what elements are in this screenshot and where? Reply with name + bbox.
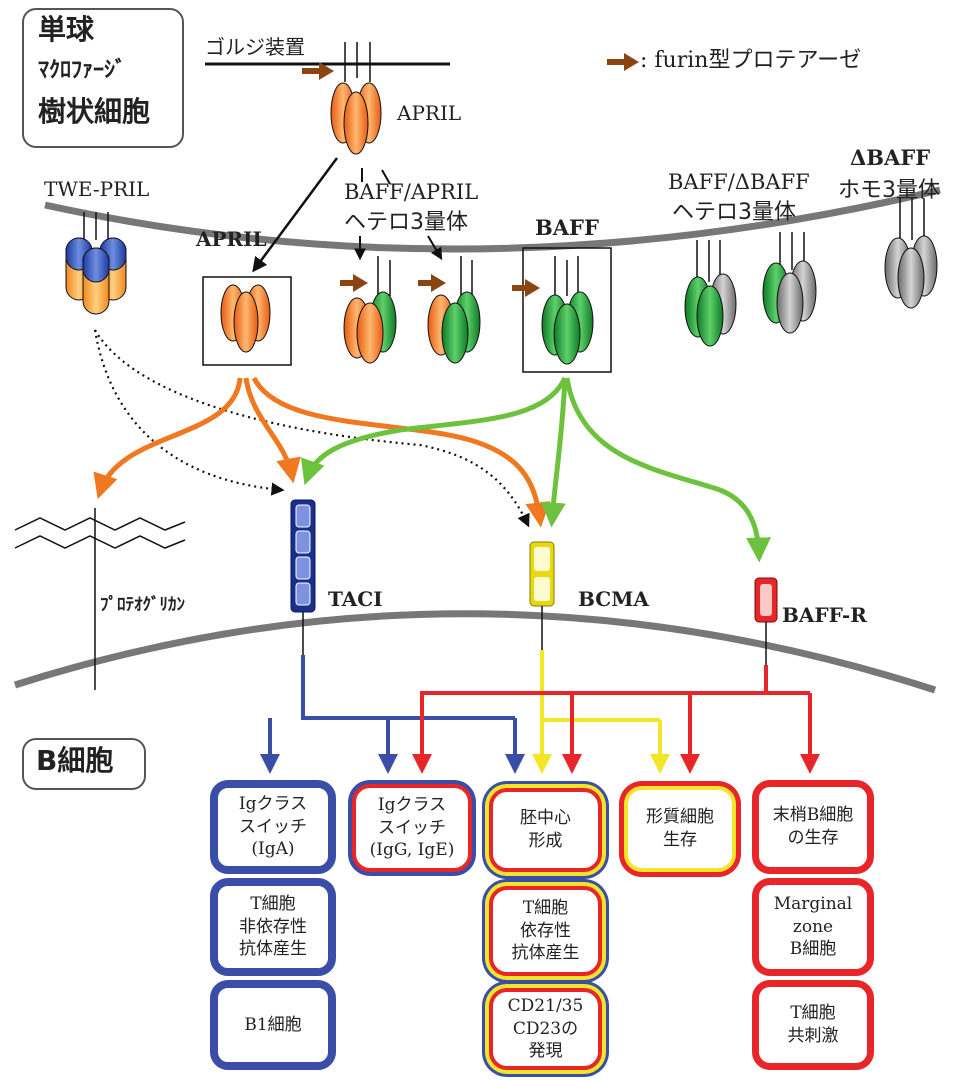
taci-label: TACI bbox=[328, 587, 383, 611]
outcome-t-dependent-antibody: T細胞 依存性 抗体産生 bbox=[489, 886, 602, 976]
april-membrane-box bbox=[202, 276, 292, 366]
legend-text: : furin型プロテアーゼ bbox=[640, 48, 862, 73]
hetero-label-1: BAFF/APRIL bbox=[344, 180, 479, 204]
taci-receptor-icon bbox=[290, 499, 316, 655]
baff-delta-hetero-label-1: BAFF/ΔBAFF bbox=[668, 170, 810, 194]
source-cell-monocyte: 単球 bbox=[38, 13, 95, 46]
april-to-taci-arrow bbox=[243, 377, 301, 484]
golgi-label: ゴルジ装置 bbox=[205, 35, 305, 59]
baff-to-baffr-arrow bbox=[564, 377, 771, 563]
april-membrane-trimer-icon bbox=[220, 284, 271, 353]
twe-to-bcma-arrow bbox=[94, 329, 530, 528]
taci-signal-line bbox=[301, 655, 515, 720]
source-cells-label-box bbox=[22, 8, 184, 148]
outcome-igA-class-switch: Igクラス スイッチ (IgA) bbox=[210, 780, 336, 874]
april-golgi-trimer-icon bbox=[330, 42, 382, 155]
source-cell-macrophage: ﾏｸﾛﾌｧｰｼﾞ bbox=[38, 58, 127, 83]
twe-pril-label: TWE-PRIL bbox=[44, 177, 150, 201]
baff-delta-hetero-trimer-2-icon bbox=[762, 232, 817, 334]
april-golgi-label: APRIL bbox=[397, 101, 462, 125]
hetero-label-2: ヘテロ3量体 bbox=[344, 210, 468, 235]
outcome-marginal-zone-b-cell: Marginal zone B細胞 bbox=[752, 878, 874, 976]
b-cell-label: B細胞 bbox=[36, 744, 114, 777]
baff-to-taci-arrow bbox=[300, 376, 568, 486]
baff-membrane-box bbox=[522, 247, 612, 373]
hetero-arrow-2 bbox=[427, 235, 443, 261]
baff-april-hetero-trimer-2-icon bbox=[427, 256, 481, 364]
outcome-b1-cell: B1細胞 bbox=[210, 980, 336, 1070]
furin-arrow-golgi-icon bbox=[302, 62, 334, 80]
proteoglycan-label: ﾌﾟﾛﾃｵｸﾞﾘｶﾝ bbox=[100, 595, 185, 615]
outcome-cd21-cd23-expression: CD21/35 CD23の 発現 bbox=[489, 988, 602, 1070]
furin-arrow-baff-icon bbox=[512, 279, 540, 297]
outcome-igGE-class-switch: Igクラス スイッチ (IgG, IgE) bbox=[352, 784, 472, 872]
bcma-label: BCMA bbox=[578, 587, 649, 611]
april-to-bcma-arrow bbox=[251, 376, 551, 528]
secretion-arrow bbox=[252, 157, 339, 273]
delta-baff-label-2: ホモ3量体 bbox=[838, 178, 940, 203]
furin-arrow-hetero-1-icon bbox=[340, 274, 368, 292]
upper-cell-membrane bbox=[44, 186, 941, 253]
baff-label: BAFF bbox=[535, 215, 599, 240]
baffr-label: BAFF-R bbox=[782, 603, 867, 627]
outcome-t-independent-antibody: T細胞 非依存性 抗体産生 bbox=[210, 878, 336, 976]
furin-arrow-hetero-2-icon bbox=[418, 274, 446, 292]
outcome-t-cell-costimulation: T細胞 共刺激 bbox=[752, 980, 874, 1070]
baff-to-bcma-arrow bbox=[540, 377, 568, 528]
baff-delta-hetero-label-2: ヘテロ3量体 bbox=[672, 200, 796, 225]
baff-april-hetero-trimer-1-icon bbox=[343, 256, 397, 364]
outcome-peripheral-b-cell-survival: 末梢B細胞 の生存 bbox=[752, 780, 874, 874]
delta-baff-label-1: ΔBAFF bbox=[850, 145, 931, 170]
baffr-signal-line bbox=[420, 665, 768, 695]
outcome-plasma-cell-survival: 形質細胞 生存 bbox=[624, 786, 736, 872]
twe-to-taci-arrow bbox=[93, 329, 285, 496]
april-membrane-label: APRIL bbox=[196, 227, 267, 251]
outcome-germinal-center: 胚中心 形成 bbox=[489, 788, 602, 872]
b-cell-label-box bbox=[22, 738, 146, 790]
delta-baff-homo-trimer-icon bbox=[884, 198, 938, 309]
twe-pril-trimer-icon bbox=[65, 212, 127, 315]
bcma-signal-line bbox=[540, 650, 660, 722]
baff-trimer-icon bbox=[541, 256, 594, 365]
b-cell-membrane bbox=[13, 610, 937, 694]
baffr-receptor-icon bbox=[754, 577, 778, 665]
furin-arrow-legend-icon bbox=[607, 53, 639, 71]
proteoglycan-icon bbox=[14, 508, 186, 690]
source-cell-dendritic: 樹状細胞 bbox=[38, 95, 151, 128]
april-to-proteoglycan-arrow bbox=[93, 377, 243, 500]
baff-delta-hetero-trimer-1-icon bbox=[684, 240, 737, 347]
bcma-receptor-icon bbox=[529, 541, 555, 650]
